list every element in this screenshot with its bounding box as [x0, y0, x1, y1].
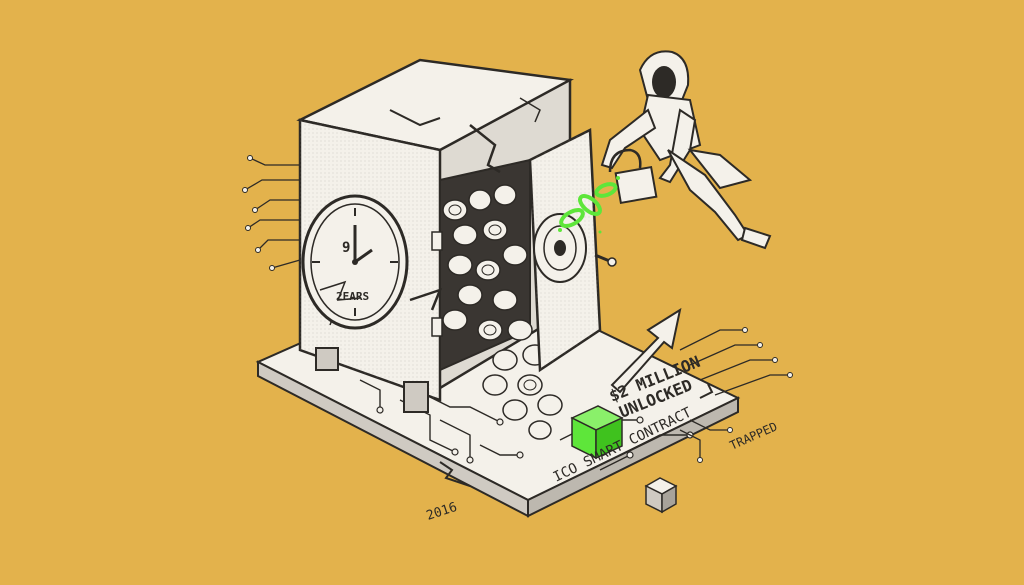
coin-icon: [482, 219, 508, 241]
coin-icon: [502, 399, 528, 421]
year-label: 2016: [425, 500, 459, 524]
clock-hour-numeral: 9: [342, 240, 350, 256]
coin-icon: [528, 420, 552, 440]
coin-stream: [442, 184, 563, 440]
right-circuit-lines: [679, 329, 790, 460]
coin-icon: [537, 394, 563, 416]
padlock-icon: [608, 148, 658, 205]
green-cube-icon: [570, 405, 624, 460]
coin-icon: [482, 374, 508, 396]
status-label: TRAPPED: [728, 419, 780, 452]
safe-door: [528, 128, 617, 373]
coin-icon: [457, 284, 483, 306]
coin-icon: [502, 244, 528, 266]
left-circuit-lines: [244, 157, 301, 269]
small-cube-icon: [644, 477, 678, 514]
clock-icon: 9 2EARS: [301, 194, 409, 330]
coin-icon: [492, 349, 518, 371]
coin-icon: [475, 259, 501, 281]
hacker-icon: [600, 50, 772, 250]
coin-icon: [507, 319, 533, 341]
coin-icon: [493, 184, 517, 206]
coin-icon: [477, 319, 503, 341]
chain-link-icon: [559, 182, 618, 228]
coin-icon: [468, 189, 492, 211]
coin-icon: [452, 224, 478, 246]
coin-icon: [517, 374, 543, 396]
clock-face-text: 2EARS: [336, 290, 369, 303]
arrow-up-icon: [610, 307, 682, 394]
coin-icon: [447, 254, 473, 276]
coin-icon: [442, 199, 468, 221]
coin-icon: [492, 289, 518, 311]
coin-icon: [442, 309, 468, 331]
